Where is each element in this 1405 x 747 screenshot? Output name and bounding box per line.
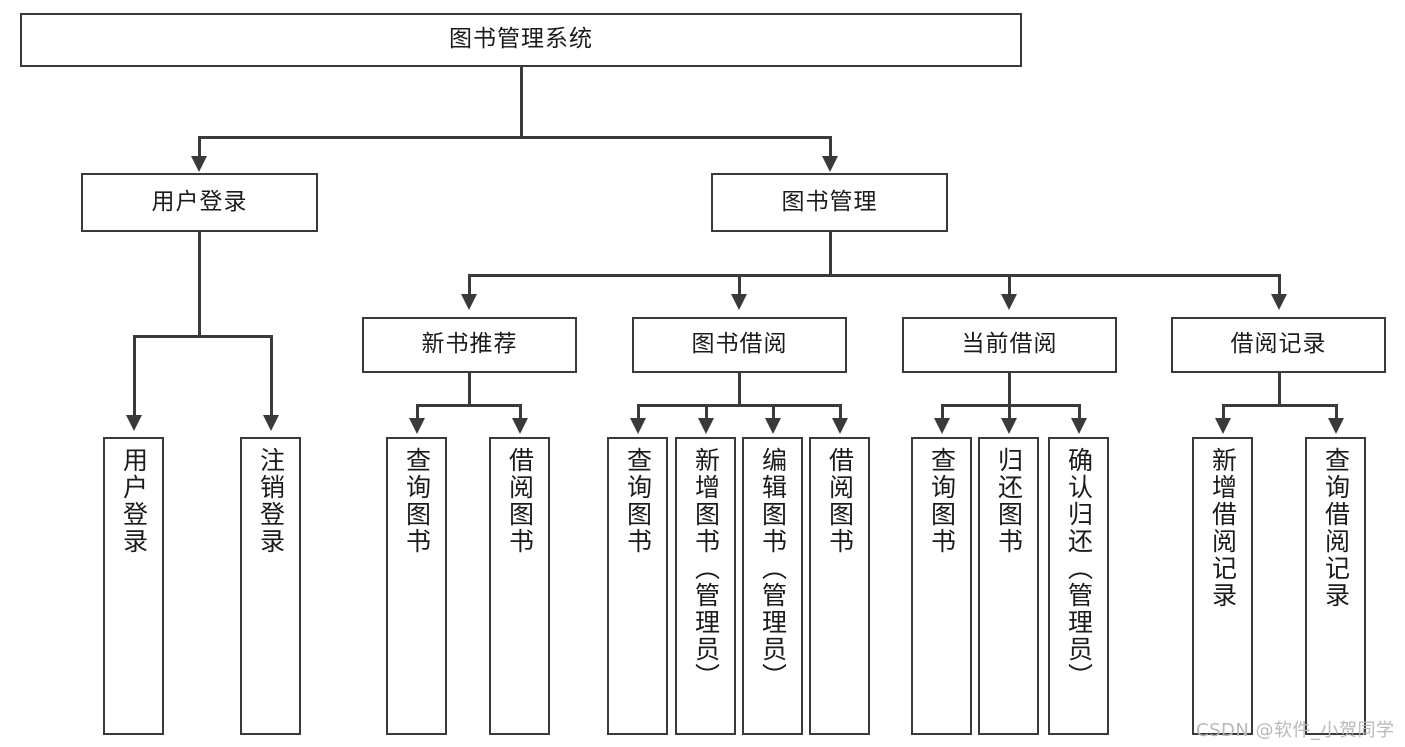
arrow-icon-nbr-leaf-2 — [512, 418, 528, 434]
connector-bm-drop-1 — [468, 274, 471, 296]
connector-user-login-bus — [133, 335, 270, 338]
leaf-bb-borrow-book[interactable]: 借阅图书 — [809, 437, 870, 735]
connector-bb-stem — [738, 373, 741, 406]
connector-nbr-bus — [416, 404, 521, 407]
node-new-book-recommend[interactable]: 新书推荐 — [362, 317, 577, 373]
connector-book-management-stem — [829, 232, 832, 276]
leaf-nbr-borrow-book[interactable]: 借阅图书 — [489, 437, 550, 735]
leaf-user-login[interactable]: 用户登录 — [103, 437, 164, 735]
node-label: 图书管理 — [781, 188, 878, 215]
leaf-cb-confirm-return-admin[interactable]: 确认归还（管理员） — [1048, 437, 1109, 735]
leaf-cb-query-book[interactable]: 查询图书 — [911, 437, 972, 735]
leaf-cb-return-book[interactable]: 归还图书 — [978, 437, 1039, 735]
connector-cb-drop-3 — [1078, 404, 1081, 420]
node-book-management[interactable]: 图书管理 — [711, 173, 948, 232]
arrow-icon-to-new-book-recommend — [461, 294, 477, 310]
connector-user-login-drop-1 — [133, 335, 136, 417]
node-label: 用户登录 — [151, 188, 248, 215]
node-label: 借阅图书 — [825, 447, 855, 555]
arrow-icon-br-leaf-2 — [1328, 418, 1344, 434]
node-borrow-record[interactable]: 借阅记录 — [1171, 317, 1386, 373]
connector-book-management-bus — [468, 274, 1280, 277]
connector-bb-drop-4 — [839, 404, 842, 420]
node-label: 借阅记录 — [1230, 331, 1327, 358]
node-root-book-management-system[interactable]: 图书管理系统 — [20, 13, 1022, 67]
connector-br-bus — [1222, 404, 1337, 407]
connector-user-login-stem — [198, 232, 201, 336]
arrow-icon-bb-leaf-4 — [832, 418, 848, 434]
connector-bm-drop-2 — [738, 274, 741, 296]
connector-br-stem — [1278, 373, 1281, 406]
node-label: 注销登录 — [256, 447, 286, 555]
connector-bm-drop-3 — [1008, 274, 1011, 296]
node-label: 新书推荐 — [421, 331, 518, 358]
node-label: 查询图书 — [927, 447, 957, 555]
arrow-icon-to-current-borrow — [1001, 294, 1017, 310]
arrow-icon-cb-leaf-1 — [934, 418, 950, 434]
node-user-login[interactable]: 用户登录 — [81, 173, 318, 232]
node-current-borrow[interactable]: 当前借阅 — [902, 317, 1117, 373]
connector-root-drop-1 — [198, 136, 201, 158]
connector-cb-drop-2 — [1008, 404, 1011, 420]
node-label: 查询图书 — [623, 447, 653, 555]
connector-br-drop-2 — [1335, 404, 1338, 420]
connector-bb-drop-2 — [705, 404, 708, 420]
arrow-icon-to-leaf-logout — [263, 415, 279, 431]
arrow-icon-to-book-management — [822, 156, 838, 172]
connector-bb-drop-3 — [772, 404, 775, 420]
arrow-icon-bb-leaf-1 — [630, 418, 646, 434]
node-label: 图书管理系统 — [449, 26, 593, 53]
arrow-icon-bb-leaf-3 — [765, 418, 781, 434]
connector-nbr-drop-2 — [519, 404, 522, 420]
node-book-borrow[interactable]: 图书借阅 — [632, 317, 847, 373]
arrow-icon-to-book-borrow — [731, 294, 747, 310]
connector-root-bus — [198, 136, 832, 139]
node-label: 编辑图书（管理员） — [758, 447, 788, 690]
node-label: 借阅图书 — [505, 447, 535, 555]
node-label: 新增借阅记录 — [1208, 447, 1238, 609]
leaf-bb-query-book[interactable]: 查询图书 — [607, 437, 668, 735]
connector-nbr-stem — [468, 373, 471, 406]
leaf-nbr-query-book[interactable]: 查询图书 — [386, 437, 447, 735]
connector-bm-drop-4 — [1278, 274, 1281, 296]
connector-cb-drop-1 — [941, 404, 944, 420]
node-label: 新增图书（管理员） — [691, 447, 721, 690]
leaf-bb-add-book-admin[interactable]: 新增图书（管理员） — [675, 437, 736, 735]
node-label: 当前借阅 — [961, 331, 1058, 358]
node-label: 用户登录 — [119, 447, 149, 555]
connector-root-drop-2 — [829, 136, 832, 158]
arrow-icon-nbr-leaf-1 — [409, 418, 425, 434]
leaf-br-query-record[interactable]: 查询借阅记录 — [1305, 437, 1366, 735]
arrow-icon-to-user-login — [191, 156, 207, 172]
arrow-icon-cb-leaf-2 — [1001, 418, 1017, 434]
leaf-bb-edit-book-admin[interactable]: 编辑图书（管理员） — [742, 437, 803, 735]
arrow-icon-to-borrow-record — [1271, 294, 1287, 310]
leaf-logout[interactable]: 注销登录 — [240, 437, 301, 735]
arrow-icon-br-leaf-1 — [1215, 418, 1231, 434]
connector-root-stem — [520, 67, 523, 136]
connector-cb-bus — [941, 404, 1080, 407]
node-label: 确认归还（管理员） — [1064, 447, 1094, 690]
watermark-text: CSDN @软件_小贺同学 — [1196, 720, 1395, 741]
arrow-icon-cb-leaf-3 — [1071, 418, 1087, 434]
node-label: 查询图书 — [402, 447, 432, 555]
connector-user-login-drop-2 — [270, 335, 273, 417]
node-label: 查询借阅记录 — [1321, 447, 1351, 609]
connector-bb-drop-1 — [637, 404, 640, 420]
connector-br-drop-1 — [1222, 404, 1225, 420]
connector-cb-stem — [1008, 373, 1011, 406]
arrow-icon-to-leaf-user-login — [126, 415, 142, 431]
arrow-icon-bb-leaf-2 — [698, 418, 714, 434]
connector-nbr-drop-1 — [416, 404, 419, 420]
node-label: 图书借阅 — [691, 331, 788, 358]
leaf-br-add-record[interactable]: 新增借阅记录 — [1192, 437, 1253, 735]
node-label: 归还图书 — [994, 447, 1024, 555]
connector-bb-bus — [637, 404, 840, 407]
